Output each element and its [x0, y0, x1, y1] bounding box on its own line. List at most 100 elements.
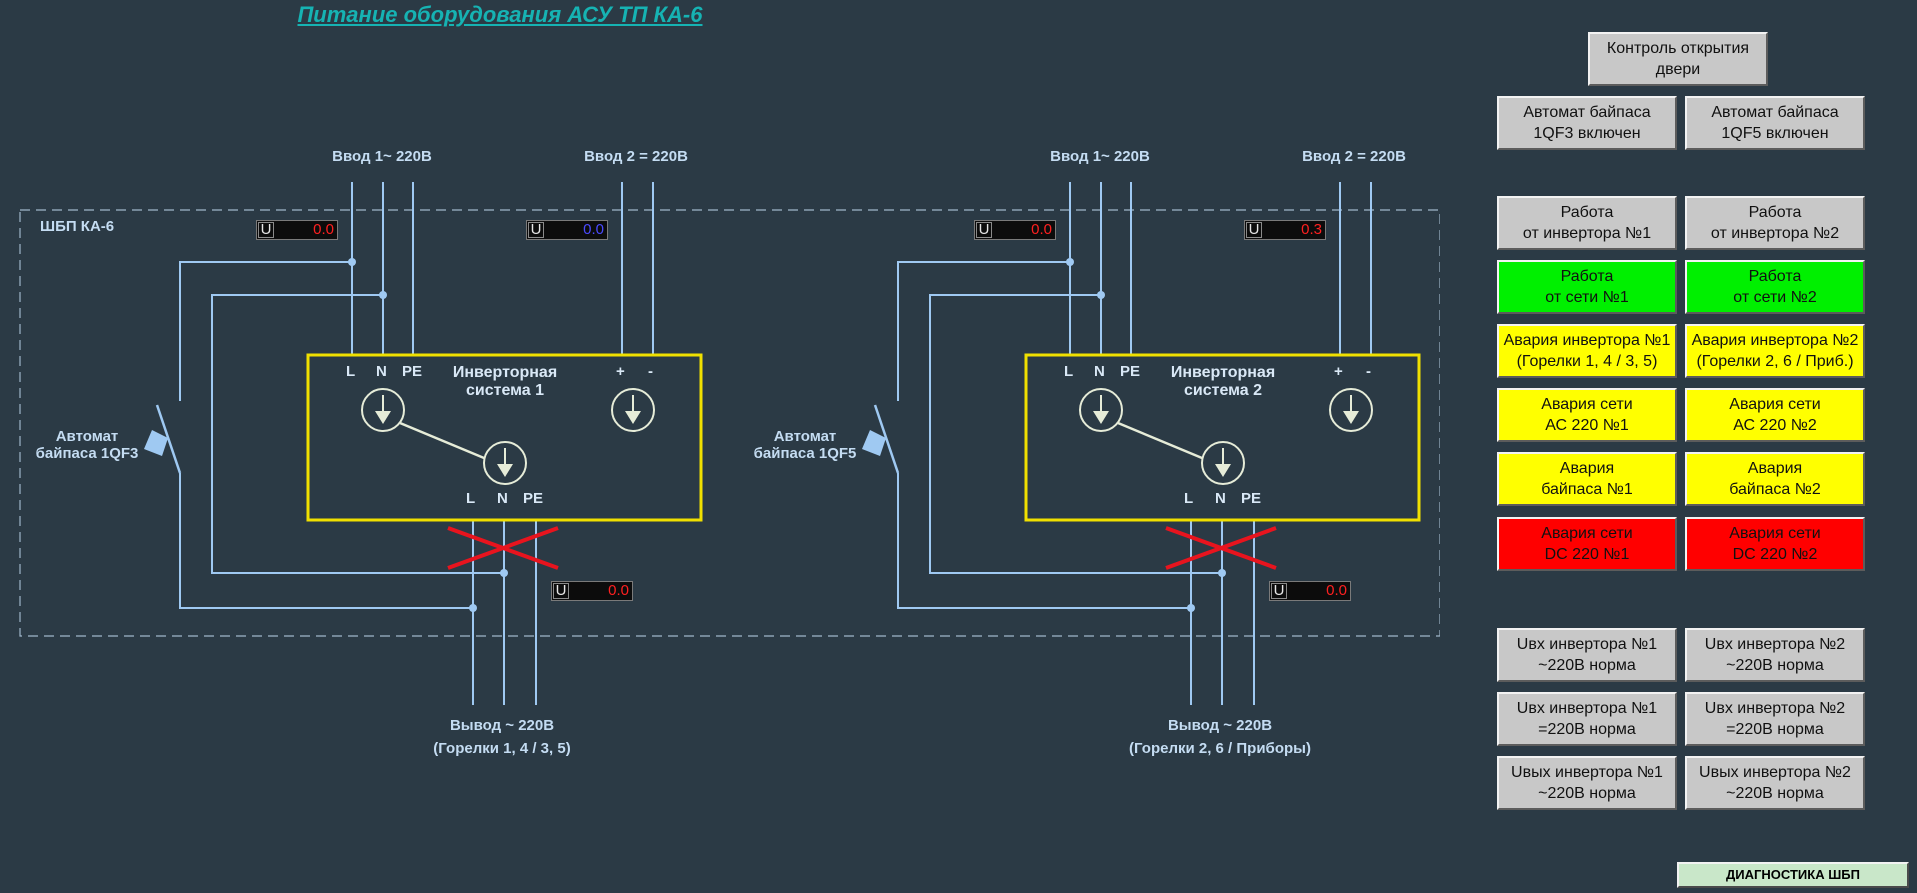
voltage-label: U: [258, 222, 274, 238]
voltage-value: 0.0: [1326, 582, 1347, 599]
out-terminal-l: L: [1184, 490, 1194, 507]
unit2-output-voltage-meter: U 0.0: [1269, 581, 1351, 601]
uin-dc2-indicator[interactable]: Uвх инвертора №2 =220В норма: [1685, 692, 1865, 746]
grid2-work-indicator[interactable]: Работа от сети №2: [1685, 260, 1865, 314]
cabinet-border: [19, 209, 1440, 637]
fault-cross-line: [447, 526, 559, 570]
uin-ac1-indicator[interactable]: Uвх инвертора №1 ~220В норма: [1497, 628, 1677, 682]
unit2-input1-voltage-meter: U 0.0: [974, 220, 1056, 240]
system-title-line2: система 1: [465, 382, 545, 399]
door-control-button[interactable]: Контроль открытия двери: [1588, 32, 1768, 86]
voltage-value: 0.0: [1031, 221, 1052, 238]
bypass-wire-top: [897, 261, 1070, 401]
voltage-label: U: [976, 222, 992, 238]
ac1-alarm-indicator[interactable]: Авария сети АС 220 №1: [1497, 388, 1677, 442]
dc-input-contact-arrow: [625, 411, 641, 424]
ac2-alarm-indicator[interactable]: Авария сети АС 220 №2: [1685, 388, 1865, 442]
neutral-wire: [929, 294, 1222, 574]
uout1-indicator[interactable]: Uвых инвертора №1 ~220В норма: [1497, 756, 1677, 810]
ac-input-contact: [361, 388, 405, 432]
page-title: Питание оборудования АСУ ТП КА-6: [297, 2, 703, 27]
output-line2: (Горелки 1, 4 / 3, 5): [433, 740, 571, 757]
dc-input-contact-arrow: [1343, 411, 1359, 424]
unit-2-scheme: [862, 182, 1421, 705]
power-scheme: [19, 182, 1440, 705]
uin-ac2-indicator[interactable]: Uвх инвертора №2 ~220В норма: [1685, 628, 1865, 682]
neutral-wire: [211, 294, 504, 574]
terminal-minus: -: [1366, 363, 1371, 380]
dc-input-contact: [611, 388, 655, 432]
unit2-bypass-label: Автомат байпаса 1QF5: [754, 428, 857, 462]
system-title-line1: Инверторная: [452, 364, 558, 381]
unit2-input1-label: Ввод 1~ 220В: [1050, 148, 1150, 165]
system-title-line1: Инверторная: [1170, 364, 1276, 381]
grid1-work-indicator[interactable]: Работа от сети №1: [1497, 260, 1677, 314]
bypass-wire-bottom: [179, 473, 473, 609]
unit-1-scheme: [144, 182, 703, 705]
terminal-n: N: [1094, 363, 1105, 380]
output-line1: Вывод ~ 220В: [449, 717, 555, 734]
ac-input-contact-arrow: [1093, 411, 1109, 424]
junction-dot: [348, 258, 356, 266]
output-line2: (Горелки 2, 6 / Приборы): [1129, 740, 1311, 757]
bypass1-alarm-indicator[interactable]: Авария байпаса №1: [1497, 452, 1677, 506]
voltage-label: U: [1246, 222, 1262, 238]
voltage-value: 0.3: [1301, 221, 1322, 238]
unit1-output-voltage-meter: U 0.0: [551, 581, 633, 601]
inverter2-work-indicator[interactable]: Работа от инвертора №2: [1685, 196, 1865, 250]
uin-dc1-indicator[interactable]: Uвх инвертора №1 =220В норма: [1497, 692, 1677, 746]
output-contact-arrow: [1215, 464, 1231, 477]
output-contact: [1201, 441, 1245, 485]
unit1-input2-label: Ввод 2 = 220В: [584, 148, 688, 165]
bypass-line2: байпаса 1QF3: [35, 445, 139, 462]
inverter1-work-indicator[interactable]: Работа от инвертора №1: [1497, 196, 1677, 250]
terminal-n: N: [376, 363, 387, 380]
bypass-breaker-handle: [144, 430, 168, 456]
transfer-switch-blade: [399, 421, 485, 460]
unit1-input1-label: Ввод 1~ 220В: [332, 148, 432, 165]
junction-dot: [1097, 291, 1105, 299]
unit1-input1-voltage-meter: U 0.0: [256, 220, 338, 240]
diagnostics-button[interactable]: ДИАГНОСТИКА ШБП: [1677, 862, 1909, 888]
out-terminal-l: L: [466, 490, 476, 507]
out-terminal-pe: PE: [1241, 490, 1262, 507]
output-contact-arrow: [497, 464, 513, 477]
output-line1: Вывод ~ 220В: [1167, 717, 1273, 734]
output-contact: [483, 441, 527, 485]
bypass-line2: байпаса 1QF5: [753, 445, 857, 462]
unit2-system-title: Инверторная система 2: [1156, 364, 1290, 400]
out-terminal-n: N: [1215, 490, 1226, 507]
bypass2-on-indicator[interactable]: Автомат байпаса 1QF5 включен: [1685, 96, 1865, 150]
bypass1-on-indicator[interactable]: Автомат байпаса 1QF3 включен: [1497, 96, 1677, 150]
voltage-value: 0.0: [608, 582, 629, 599]
voltage-value: 0.0: [583, 221, 604, 238]
bypass-wire-bottom: [897, 473, 1191, 609]
dc-input-contact: [1329, 388, 1373, 432]
bypass-breaker-handle: [862, 430, 886, 456]
ac-input-contact: [1079, 388, 1123, 432]
bypass-line1: Автомат: [55, 428, 119, 445]
inverter2-alarm-indicator[interactable]: Авария инвертора №2 (Горелки 2, 6 / Приб…: [1685, 324, 1865, 378]
voltage-label: U: [1271, 583, 1287, 599]
inverter1-alarm-indicator[interactable]: Авария инвертора №1 (Горелки 1, 4 / 3, 5…: [1497, 324, 1677, 378]
transfer-switch-blade: [1117, 421, 1203, 460]
unit2-input2-label: Ввод 2 = 220В: [1302, 148, 1406, 165]
system-title-line2: система 2: [1183, 382, 1263, 399]
bypass2-alarm-indicator[interactable]: Авария байпаса №2: [1685, 452, 1865, 506]
terminal-plus: +: [616, 363, 625, 380]
ac-input-contact-arrow: [375, 411, 391, 424]
terminal-l: L: [1064, 363, 1074, 380]
inverter-system-box: [1024, 353, 1421, 522]
uout2-indicator[interactable]: Uвых инвертора №2 ~220В норма: [1685, 756, 1865, 810]
unit2-input2-voltage-meter: U 0.3: [1244, 220, 1326, 240]
dc2-alarm-indicator[interactable]: Авария сети DC 220 №2: [1685, 517, 1865, 571]
terminal-pe: PE: [402, 363, 423, 380]
terminal-l: L: [346, 363, 356, 380]
dc1-alarm-indicator[interactable]: Авария сети DC 220 №1: [1497, 517, 1677, 571]
bypass-breaker-blade: [873, 404, 900, 474]
voltage-value: 0.0: [313, 221, 334, 238]
voltage-label: U: [553, 583, 569, 599]
unit1-output-label: Вывод ~ 220В (Горелки 1, 4 / 3, 5): [433, 714, 570, 760]
junction-dot: [1066, 258, 1074, 266]
unit2-output-label: Вывод ~ 220В (Горелки 2, 6 / Приборы): [1129, 714, 1311, 760]
